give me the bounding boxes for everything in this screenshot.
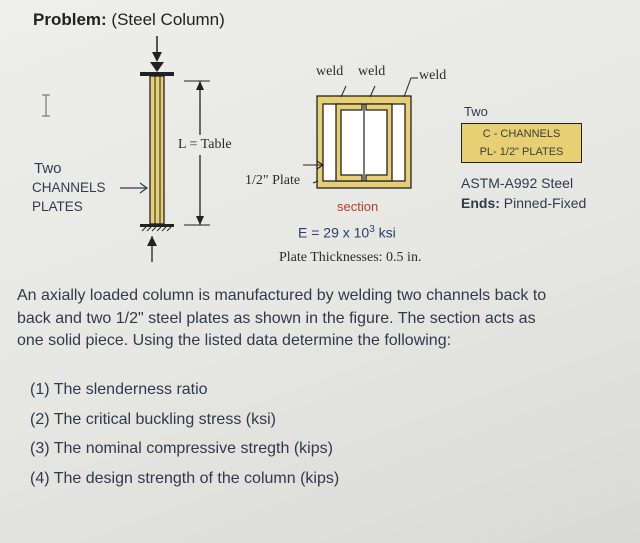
spec-plates: PL- 1/2" PLATES <box>479 146 564 158</box>
load-arrow-icon <box>152 52 162 62</box>
length-label: L = Table <box>178 137 232 152</box>
dimension-arrow-up-icon <box>196 81 204 90</box>
plate-leader <box>312 180 319 184</box>
modulus-exponent: 3 <box>369 224 375 235</box>
list-item: (1) The slenderness ratio <box>30 381 208 398</box>
weld-label: weld <box>419 68 447 83</box>
column-elevation <box>120 36 210 262</box>
section-label: section <box>337 199 379 214</box>
pointer-arrow-icon <box>139 182 149 194</box>
right-label-two: Two <box>464 104 488 119</box>
plate-label: 1/2" Plate <box>245 173 301 188</box>
dimension-arrow-down-icon <box>196 216 204 225</box>
pin-support-icon <box>150 62 164 72</box>
weld-leader <box>403 77 418 98</box>
plate-pointer-arrow-icon <box>316 160 324 170</box>
list-item: (2) The critical buckling stress (ksi) <box>30 410 276 428</box>
title-rest: (Steel Column) <box>111 10 225 29</box>
text-cursor-icon <box>42 94 50 117</box>
steel-grade: ASTM-A992 Steel <box>461 175 574 191</box>
ends-value: Pinned-Fixed <box>503 195 587 211</box>
spec-channels: C - CHANNELS <box>482 128 561 140</box>
column-body <box>149 75 165 225</box>
modulus-prefix: E = 29 x 10 <box>298 224 370 241</box>
top-support-bar <box>140 72 174 76</box>
weld-leader <box>340 85 347 98</box>
modulus-suffix: ksi <box>374 224 396 241</box>
channel-left <box>335 103 363 182</box>
cross-section <box>303 77 418 189</box>
fixed-support-hatch <box>141 226 172 232</box>
left-label-plates: PLATES <box>32 199 83 214</box>
weld-label: weld <box>358 64 386 79</box>
plate-thickness: Plate Thicknesses: 0.5 in. <box>279 250 422 265</box>
spec-box: C - CHANNELS PL- 1/2" PLATES <box>461 123 582 163</box>
problem-statement: An axially loaded column is manufactured… <box>17 287 547 349</box>
weld-label: weld <box>316 64 344 79</box>
list-item: (4) The design strength of the column (k… <box>30 469 340 487</box>
end-conditions: Ends: Pinned-Fixed <box>461 195 586 211</box>
weld-leader <box>369 85 376 98</box>
left-label-two: Two <box>34 160 62 177</box>
base-plate <box>140 224 174 227</box>
elastic-modulus: E = 29 x 103 ksi <box>298 224 396 241</box>
column-figure <box>42 36 418 262</box>
title-bold: Problem: <box>33 10 107 29</box>
ends-label: Ends: <box>461 195 500 211</box>
channel-right <box>365 103 393 182</box>
list-item: (3) The nominal compressive stregth (kip… <box>30 440 333 457</box>
reaction-arrow-icon <box>147 236 157 246</box>
page-title: Problem: (Steel Column) <box>33 10 225 30</box>
left-label-channels: CHANNELS <box>32 180 106 195</box>
task-list: (1) The slenderness ratio (2) The critic… <box>30 381 339 499</box>
